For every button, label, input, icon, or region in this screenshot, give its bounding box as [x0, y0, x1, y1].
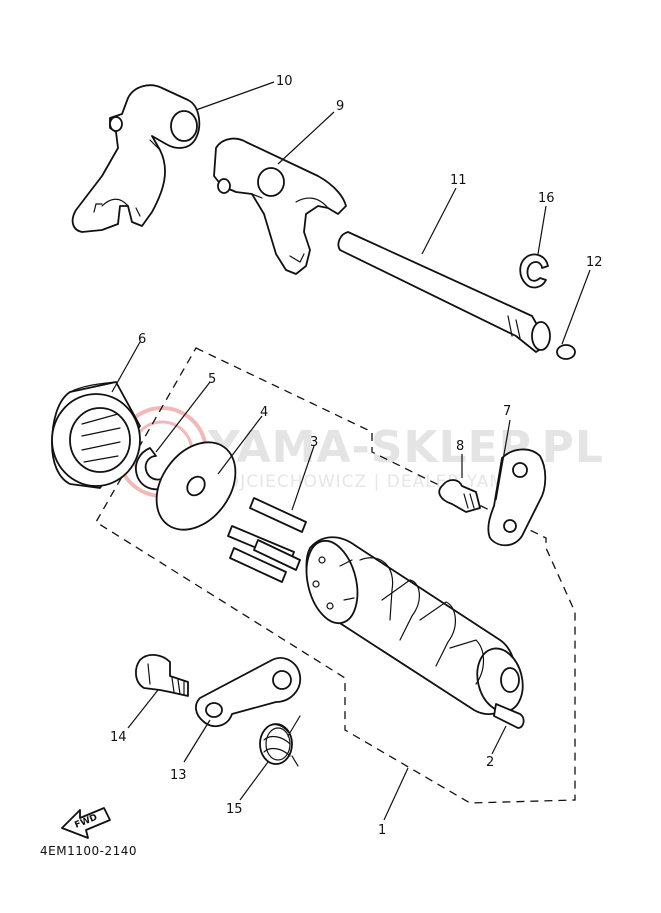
washer-4: [155, 441, 237, 531]
bolt-14: [135, 654, 189, 697]
shift-fork-9: [213, 137, 347, 275]
bearing-6: [51, 381, 141, 489]
callout-8: 8: [456, 439, 464, 454]
assembly-boundary: [95, 347, 576, 804]
pins-3: [227, 497, 307, 583]
callout-14: 14: [110, 730, 127, 745]
circlip-16: [519, 253, 549, 289]
shift-drum-1: [305, 536, 524, 715]
callout-10: 10: [276, 74, 293, 89]
callout-15: 15: [226, 802, 243, 817]
callout-1: 1: [378, 823, 386, 838]
leader-lines: [111, 81, 591, 821]
callouts: 1 2 3 4 5 6 7 8 9 10 11 12 13 14 15 16: [110, 74, 603, 838]
stopper-lever-13: [195, 657, 302, 728]
bolt-8: [438, 479, 481, 513]
stopper-plate-7: [487, 448, 547, 547]
callout-7: 7: [503, 404, 511, 419]
pin-2: [493, 703, 525, 729]
callout-3: 3: [310, 435, 318, 450]
callout-6: 6: [138, 332, 146, 347]
torsion-spring-15: [259, 715, 301, 767]
callout-4: 4: [260, 405, 268, 420]
callout-9: 9: [336, 99, 344, 114]
shift-fork-10: [71, 84, 201, 233]
callout-2: 2: [486, 755, 494, 770]
guide-bar-11: [337, 231, 551, 353]
watermark-subtitle: WOJCIECHOWICZ | DEALER YAMAHA: [208, 472, 544, 492]
callout-11: 11: [450, 173, 467, 188]
diagram-code: 4EM1100-2140: [40, 844, 137, 858]
callout-5: 5: [208, 372, 216, 387]
forward-arrow: FWD: [61, 807, 111, 839]
callout-12: 12: [586, 255, 603, 270]
callout-16: 16: [538, 191, 555, 206]
o-ring-12: [556, 344, 576, 360]
callout-13: 13: [170, 768, 187, 783]
